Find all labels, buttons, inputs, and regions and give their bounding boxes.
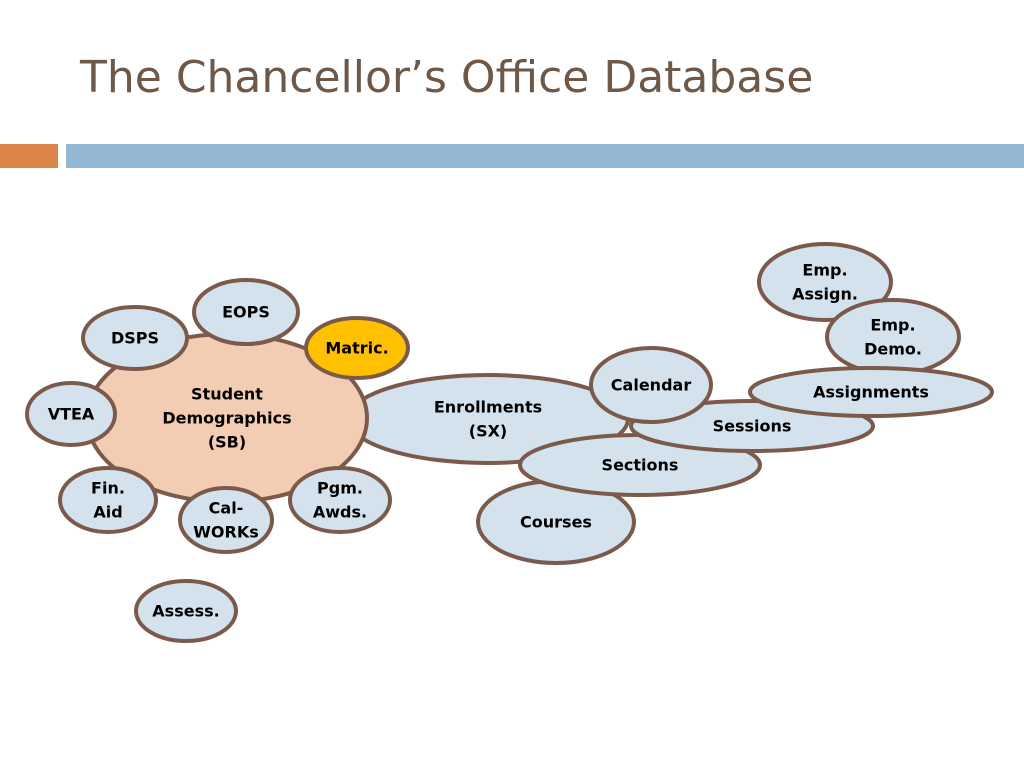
node-emp-assign-label: Emp.	[802, 261, 847, 280]
node-dsps-label: DSPS	[111, 329, 159, 348]
accent-bar-blue	[66, 144, 1024, 168]
node-assess-shape	[134, 579, 238, 643]
node-emp-demo: Emp. Demo.	[825, 298, 961, 376]
node-student-demographics-label: (SB)	[208, 433, 246, 452]
node-assignments: Assignments	[748, 366, 994, 418]
node-student-demographics-label: Student	[191, 385, 263, 404]
node-matric-shape	[304, 316, 410, 380]
node-pgm-awds-label: Awds.	[313, 503, 367, 522]
node-fin-aid: Fin. Aid	[58, 466, 158, 534]
node-student-demographics-label: Demographics	[162, 409, 291, 428]
node-calendar-shape	[589, 346, 713, 424]
node-pgm-awds: Pgm. Awds.	[288, 466, 392, 534]
node-assess: Assess.	[134, 579, 238, 643]
node-assess-label: Assess.	[152, 602, 219, 621]
node-matric: Matric.	[304, 316, 410, 380]
node-dsps-shape	[81, 305, 189, 371]
node-assignments-label: Assignments	[813, 383, 929, 402]
node-sections-label: Sections	[602, 456, 679, 475]
slide-title: The Chancellor’s Office Database	[80, 52, 814, 103]
accent-bar-orange	[0, 144, 58, 168]
node-courses-label: Courses	[520, 513, 592, 532]
node-enrollments-label: Enrollments	[434, 398, 542, 417]
node-emp-assign-label: Assign.	[792, 285, 858, 304]
node-vtea-shape	[25, 381, 117, 447]
node-assignments-shape	[748, 366, 994, 418]
node-emp-demo-label: Emp.	[870, 316, 915, 335]
node-eops-shape	[192, 278, 300, 346]
node-vtea-label: VTEA	[48, 405, 95, 424]
node-fin-aid-label: Fin.	[91, 479, 125, 498]
node-pgm-awds-shape	[288, 466, 392, 534]
node-calworks-label: Cal-	[209, 499, 244, 518]
node-enrollments-label: (SX)	[469, 422, 507, 441]
node-sessions-label: Sessions	[713, 417, 792, 436]
node-fin-aid-shape	[58, 466, 158, 534]
node-vtea: VTEA	[25, 381, 117, 447]
node-calendar: Calendar	[589, 346, 713, 424]
node-pgm-awds-label: Pgm.	[317, 479, 363, 498]
node-emp-assign-shape	[757, 242, 893, 322]
node-eops: EOPS	[192, 278, 300, 346]
node-emp-demo-shape	[825, 298, 961, 376]
node-emp-demo-label: Demo.	[864, 340, 922, 359]
node-calworks-label: WORKs	[193, 523, 259, 542]
node-fin-aid-label: Aid	[93, 503, 122, 522]
node-calendar-label: Calendar	[611, 376, 692, 395]
node-matric-label: Matric.	[325, 339, 388, 358]
node-emp-assign: Emp. Assign.	[757, 242, 893, 322]
node-eops-label: EOPS	[222, 303, 270, 322]
node-calworks: Cal- WORKs	[178, 486, 274, 554]
node-dsps: DSPS	[81, 305, 189, 371]
node-calworks-shape	[178, 486, 274, 554]
